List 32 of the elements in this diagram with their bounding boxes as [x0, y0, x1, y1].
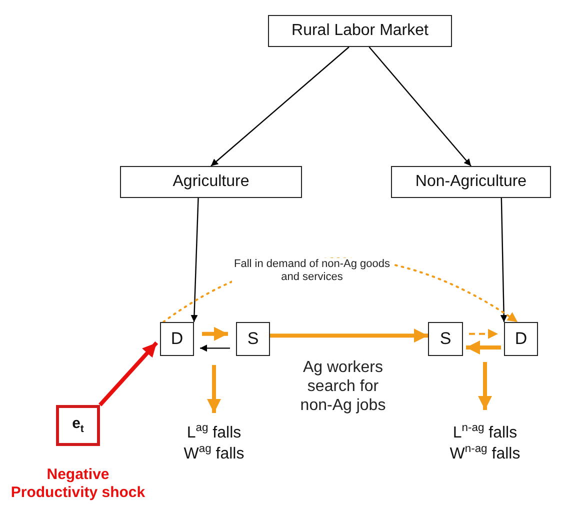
- process-box: [120, 166, 302, 198]
- shock-caption: Negative Productivity shock: [10, 466, 146, 502]
- process-box: [391, 166, 551, 198]
- curve-box: [504, 322, 538, 356]
- arrow: [98, 341, 158, 406]
- shock-box: [56, 405, 100, 446]
- box-label: Non-Agriculture: [415, 172, 527, 192]
- arrow: [270, 328, 428, 343]
- process-box: [268, 15, 452, 47]
- curve-label: D: [170, 328, 184, 350]
- arrow: [210, 46, 350, 166]
- box-label: e$_{t}$: [72, 415, 84, 436]
- curve-label: D: [514, 328, 528, 350]
- curve-box: [236, 322, 270, 356]
- arrow: [190, 198, 199, 322]
- arrow: [469, 328, 498, 339]
- curve-box: [160, 322, 194, 356]
- curve-label: S: [247, 328, 259, 350]
- arrow: [207, 365, 221, 413]
- arrow: [200, 344, 230, 352]
- box-label: Agriculture: [172, 172, 250, 192]
- box-label: Rural Labor Market: [292, 21, 428, 41]
- arrow: [500, 198, 508, 322]
- arrow: [478, 362, 492, 410]
- curve-label: S: [440, 328, 452, 350]
- arrow: [368, 46, 472, 166]
- arrow: [466, 340, 501, 354]
- outcome-text: L$^{ag}$ falls W$^{ag}$ falls: [182, 422, 246, 464]
- edge-label: Fall in demand of non-Ag goods and services: [232, 258, 392, 284]
- curve-box: [428, 322, 463, 356]
- arrow: [202, 326, 228, 341]
- outcome-text: L$^{n-ag}$ falls W$^{n-ag}$ falls: [448, 422, 522, 464]
